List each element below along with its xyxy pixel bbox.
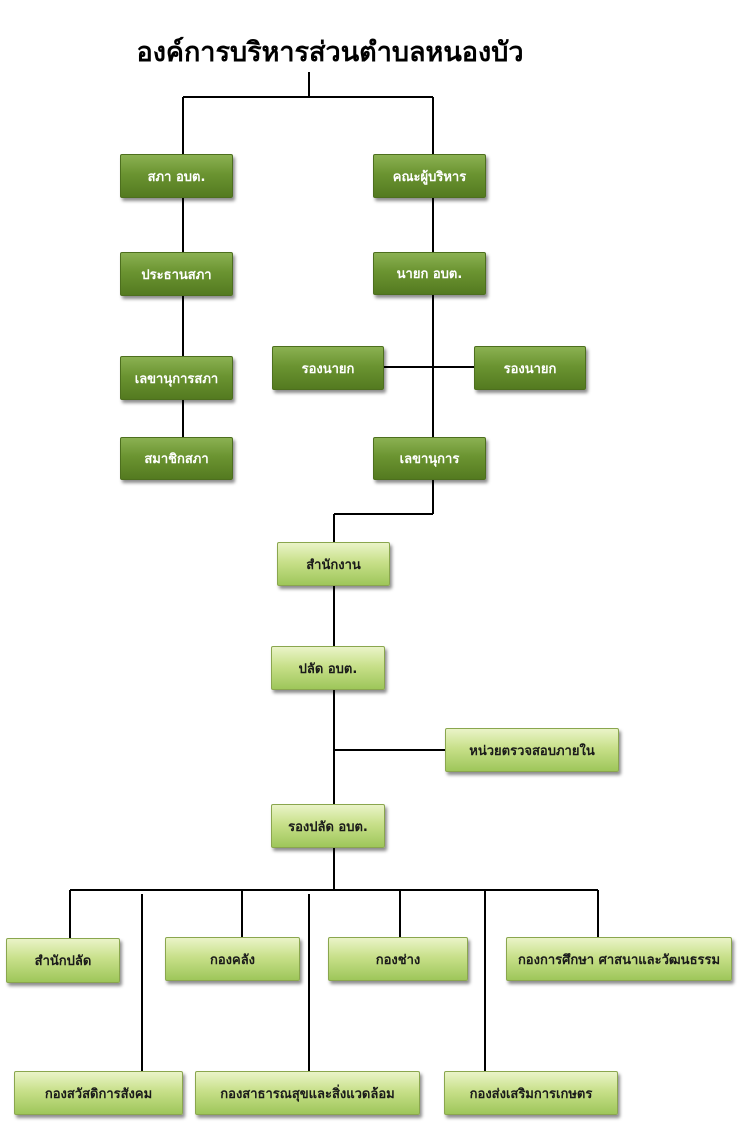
office-box: สำนักงาน [277, 542, 390, 586]
division-welfare-box: กองสวัสดิการสังคม [14, 1071, 183, 1115]
division-engineering-box: กองช่าง [328, 937, 468, 981]
deputy-mayor-left-box: รองนายก [272, 346, 384, 390]
division-finance-box: กองคลัง [165, 937, 300, 981]
chart-title: องค์การบริหารส่วนตำบลหนองบัว [136, 37, 524, 68]
executive-secretary-box: เลขานุการ [373, 437, 486, 480]
council-member-box: สมาชิกสภา [120, 437, 233, 480]
division-health-box: กองสาธารณสุขและสิ่งแวดล้อม [195, 1071, 420, 1115]
deputy-mayor-right-box: รองนายก [474, 346, 586, 390]
division-agriculture-box: กองส่งเสริมการเกษตร [444, 1071, 618, 1115]
chief-administrator-box: ปลัด อบต. [271, 646, 385, 690]
council-box: สภา อบต. [120, 154, 233, 198]
internal-audit-box: หน่วยตรวจสอบภายใน [445, 728, 619, 772]
deputy-chief-administrator-box: รองปลัด อบต. [271, 804, 385, 848]
executive-board-box: คณะผู้บริหาร [373, 154, 486, 198]
mayor-box: นายก อบต. [373, 252, 486, 295]
division-education-box: กองการศึกษา ศาสนาและวัฒนธรรม [506, 937, 732, 981]
council-secretary-box: เลขานุการสภา [120, 356, 233, 400]
council-president-box: ประธานสภา [120, 252, 233, 296]
division-chief-office-box: สำนักปลัด [6, 938, 120, 983]
